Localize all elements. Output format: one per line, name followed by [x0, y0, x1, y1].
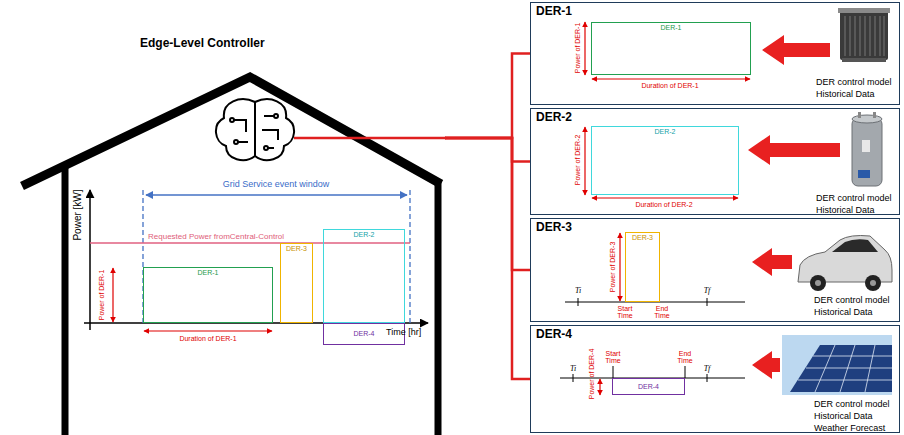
solar-panel-icon	[782, 335, 892, 395]
node-text: Historical Data	[816, 205, 875, 215]
ac-unit-icon	[838, 8, 890, 62]
axis-tick	[613, 366, 614, 378]
controller-link	[445, 138, 530, 162]
input-arrow	[762, 35, 830, 65]
input-arrow	[748, 135, 840, 165]
axis-tick	[707, 298, 708, 306]
der-power-block: DER-1	[143, 267, 273, 323]
node-text: DER control model	[816, 193, 892, 203]
axis-tick	[578, 298, 579, 306]
node-text: DER-2	[536, 111, 572, 125]
requested-power-label: Requested Power fromCentral-Control	[148, 232, 284, 241]
dimension-label: Power of DER-3	[609, 242, 617, 293]
node-text: DER-3	[536, 221, 572, 235]
dimension-arrow	[112, 268, 113, 322]
node-text: DER control model	[814, 399, 890, 409]
dimension-arrow	[592, 78, 750, 79]
house-roof	[22, 77, 441, 186]
brain-icon	[216, 99, 294, 160]
time-label: Start Time	[599, 350, 627, 364]
y-axis	[89, 190, 91, 330]
dimension-label: Duration of DER-2	[635, 201, 692, 209]
node-text: Historical Data	[816, 89, 875, 99]
dimension-label: Power of DER-2	[574, 135, 582, 186]
controller-link	[445, 54, 530, 139]
node-text: DER control model	[814, 295, 890, 305]
input-arrow	[752, 351, 780, 379]
water-heater-icon	[852, 112, 882, 186]
dimension-arrow	[619, 233, 620, 301]
dimension-label: Power of DER-1	[98, 270, 106, 321]
der-power-block: DER-4	[612, 378, 685, 395]
node-text: DER control model	[816, 77, 892, 87]
der-panel: DER-3DER control modelHistorical Data DER…	[530, 218, 900, 322]
controller-link	[445, 138, 530, 270]
node-text: DER-3	[281, 245, 312, 253]
time-bound-label: Ti	[575, 286, 581, 295]
dimension-arrow	[599, 379, 600, 395]
axis-label: Time [hr]	[386, 327, 421, 337]
node-text: DER-4	[536, 328, 572, 342]
dimension-arrow	[144, 330, 272, 331]
controller-link	[445, 138, 530, 379]
node-text: DER-1	[536, 5, 572, 19]
axis-label: Power [kW]	[72, 189, 84, 240]
node-text: DER-1	[144, 269, 272, 277]
dimension-label: Power of DER-4	[588, 349, 596, 400]
input-arrow	[752, 248, 792, 276]
dimension-arrow	[584, 22, 585, 75]
car-icon	[798, 236, 892, 292]
time-label: Start Time	[612, 305, 638, 319]
der-power-block: DER-3	[625, 232, 660, 302]
der-power-block: DER-1	[591, 22, 751, 75]
time-bound-label: Tf	[704, 364, 711, 373]
time-label: End Time	[671, 350, 699, 364]
node-text: DER-3	[626, 234, 659, 242]
node-text: DER-2	[324, 231, 404, 239]
node-text: DER-1	[592, 24, 750, 32]
node-text: Weather Forecast	[814, 423, 885, 433]
dimension-label: Power of DER-1	[574, 23, 582, 74]
house-wall	[62, 164, 69, 435]
axis-tick	[573, 374, 574, 382]
edge-controller-house: Edge-Level ControllerDER-1DER-3DER-2DER-…	[0, 0, 445, 435]
axis-tick	[707, 374, 708, 382]
window-bound	[409, 190, 410, 323]
der-power-block: DER-3	[280, 243, 313, 323]
window-arrow	[146, 194, 407, 195]
requested-power-line	[90, 242, 410, 244]
der-panel: DER-2DER control modelHistorical Data DER…	[530, 108, 900, 215]
dimension-arrow	[592, 197, 738, 198]
node-text: DER-4	[613, 382, 684, 390]
node-text: Historical Data	[814, 307, 873, 317]
node-text: Edge-Level Controller	[140, 37, 265, 51]
der-panel: DER-1DER control modelHistorical Data DER…	[530, 2, 900, 105]
der-power-block: DER-2	[591, 126, 739, 195]
time-bound-label: Tf	[704, 286, 711, 295]
time-bound-label: Ti	[570, 364, 576, 373]
time-label: End Time	[649, 305, 675, 319]
node-text: Historical Data	[814, 411, 873, 421]
window-label: Grid Service event window	[223, 179, 330, 189]
controller-wire	[294, 137, 446, 140]
axis-tick	[685, 366, 686, 378]
node-text: DER-2	[592, 128, 738, 136]
der-power-block: DER-2	[323, 229, 405, 323]
dimension-arrow	[584, 127, 585, 195]
der-panel: DER-4DER control modelHistorical DataWea…	[530, 325, 900, 433]
dimension-label: Duration of DER-1	[179, 335, 236, 343]
house-wall	[435, 181, 442, 435]
dimension-label: Duration of DER-1	[641, 82, 698, 90]
